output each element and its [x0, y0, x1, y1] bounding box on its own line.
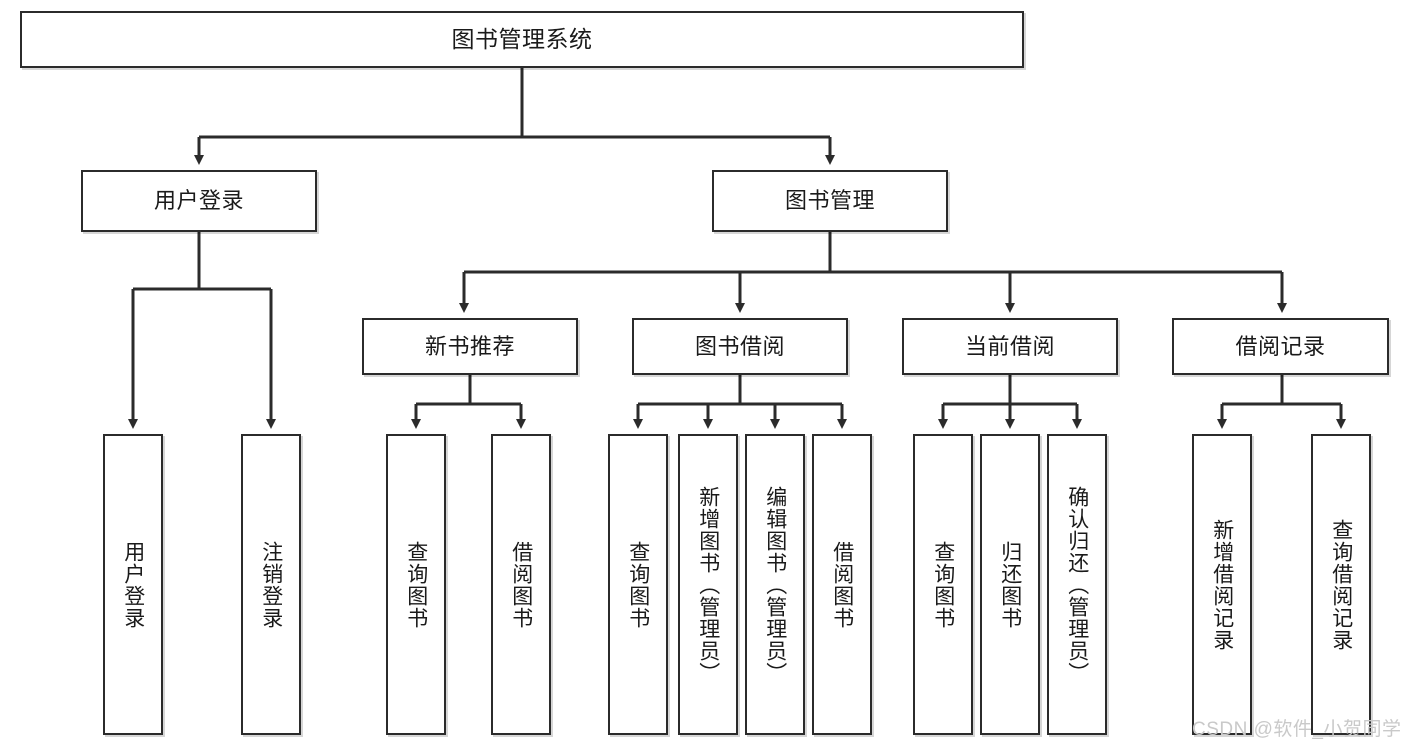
- node-label: 图书借阅: [694, 333, 785, 359]
- node-label: 借阅图书: [830, 540, 854, 629]
- leaf-newbook-borrow-book[interactable]: 借阅图书: [491, 434, 551, 735]
- node-label: 查询借阅记录: [1329, 518, 1353, 651]
- node-label: 新书推荐: [424, 333, 515, 359]
- node-label: 借阅图书: [509, 540, 533, 629]
- node-label: 新增借阅记录: [1210, 518, 1234, 651]
- node-label: 新增图书（管理员）: [696, 485, 720, 684]
- leaf-newbook-query-book[interactable]: 查询图书: [386, 434, 446, 735]
- leaf-bookborrow-query-book[interactable]: 查询图书: [608, 434, 668, 735]
- node-label: 注销登录: [259, 540, 283, 629]
- leaf-currentborrow-query-book[interactable]: 查询图书: [913, 434, 973, 735]
- leaf-borrowrecord-query-record[interactable]: 查询借阅记录: [1311, 434, 1371, 735]
- leaf-logout[interactable]: 注销登录: [241, 434, 301, 735]
- leaf-bookborrow-borrow-book[interactable]: 借阅图书: [812, 434, 872, 735]
- node-book-management[interactable]: 图书管理: [712, 170, 948, 232]
- node-label: 当前借阅: [964, 333, 1055, 359]
- node-label: 查询图书: [931, 540, 955, 629]
- leaf-bookborrow-edit-book[interactable]: 编辑图书（管理员）: [745, 434, 805, 735]
- node-user-login[interactable]: 用户登录: [81, 170, 317, 232]
- leaf-bookborrow-add-book[interactable]: 新增图书（管理员）: [678, 434, 738, 735]
- leaf-borrowrecord-add-record[interactable]: 新增借阅记录: [1192, 434, 1252, 735]
- node-label: 用户登录: [153, 188, 244, 213]
- node-book-borrow[interactable]: 图书借阅: [632, 318, 848, 375]
- node-label: 查询图书: [626, 540, 650, 629]
- node-borrow-record[interactable]: 借阅记录: [1172, 318, 1389, 375]
- node-label: 借阅记录: [1235, 333, 1326, 359]
- node-label: 编辑图书（管理员）: [763, 485, 787, 684]
- node-label: 归还图书: [998, 540, 1022, 629]
- leaf-currentborrow-confirm-return[interactable]: 确认归还（管理员）: [1047, 434, 1107, 735]
- node-new-book-recommend[interactable]: 新书推荐: [362, 318, 578, 375]
- watermark: CSDN @软件_小贺同学: [1192, 719, 1402, 740]
- node-label: 查询图书: [404, 540, 428, 629]
- node-label: 图书管理: [784, 188, 875, 213]
- node-root-system[interactable]: 图书管理系统: [20, 11, 1024, 68]
- node-current-borrow[interactable]: 当前借阅: [902, 318, 1118, 375]
- node-label: 图书管理系统: [451, 26, 593, 52]
- leaf-user-login[interactable]: 用户登录: [103, 434, 163, 735]
- node-label: 确认归还（管理员）: [1065, 485, 1089, 684]
- leaf-currentborrow-return-book[interactable]: 归还图书: [980, 434, 1040, 735]
- node-label: 用户登录: [121, 540, 145, 629]
